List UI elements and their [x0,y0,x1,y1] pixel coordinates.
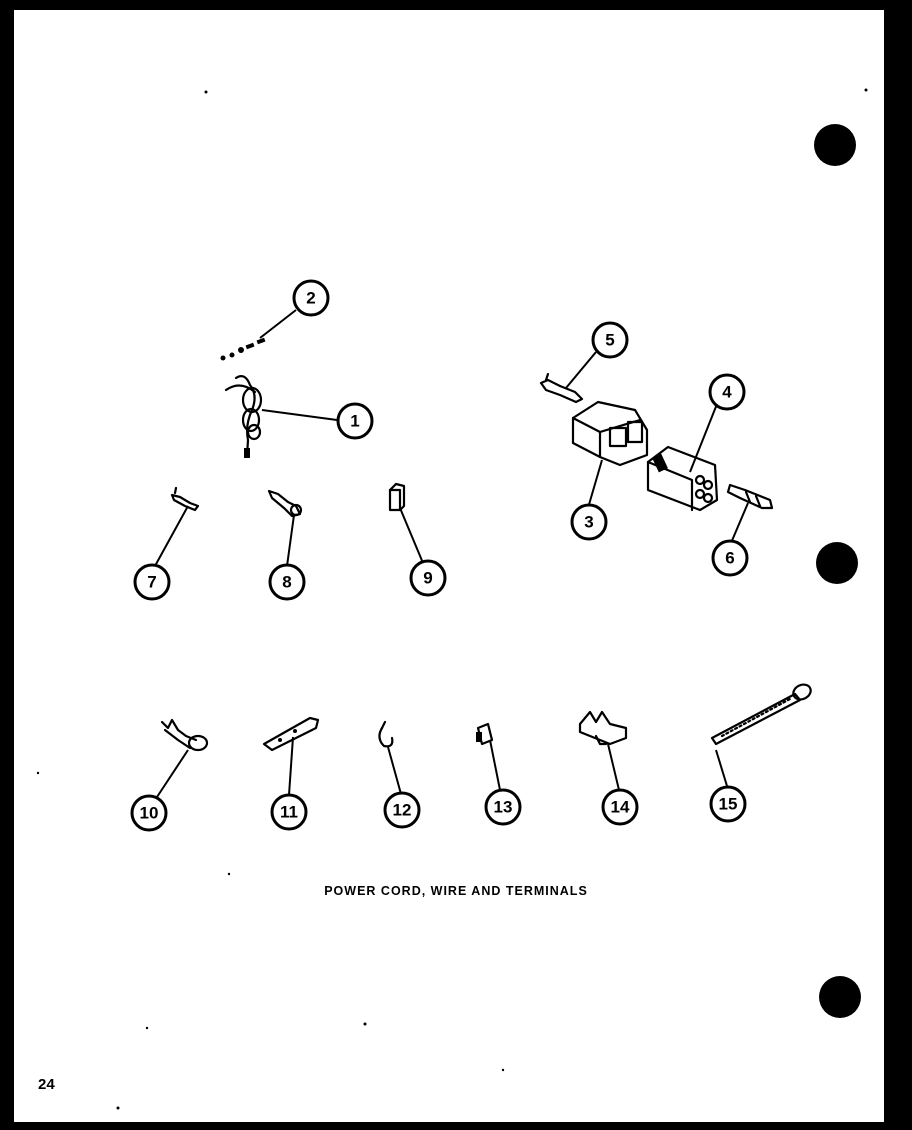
part-mating-connector [646,445,719,512]
part-connector-housing [571,400,649,467]
callout-13-label: 13 [494,798,513,817]
part-pin-terminal [539,372,584,404]
diagram-caption: POWER CORD, WIRE AND TERMINALS [324,884,588,898]
binder-hole-top [814,124,856,166]
callout-6-label: 6 [725,549,734,568]
part-socket-terminal [726,483,774,510]
callout-11-label: 11 [280,803,298,822]
part-power-cord [224,375,263,458]
part-wire-bits [220,337,266,361]
callout-14: 14 [601,788,639,826]
callout-3-label: 3 [584,513,593,532]
callout-9: 9 [409,559,447,597]
part-terminal-9 [388,482,406,512]
callout-8-label: 8 [282,573,291,592]
callout-6: 6 [711,539,749,577]
callout-9-label: 9 [423,569,432,588]
page-number: 24 [38,1076,55,1093]
callout-15-label: 15 [719,795,738,814]
callout-15: 15 [709,785,747,823]
callout-1: 1 [336,402,374,440]
callout-2: 2 [292,279,330,317]
callout-5: 5 [591,321,629,359]
leader-lines [154,309,749,798]
callout-2-label: 2 [306,289,315,308]
callout-10: 10 [130,794,168,832]
callout-7: 7 [133,563,171,601]
scan-specks [36,88,868,1110]
callout-10-label: 10 [140,804,159,823]
callout-12-label: 12 [393,801,412,820]
binder-hole-bottom [819,976,861,1018]
part-clip-13 [476,722,494,746]
callout-11: 11 [270,793,308,831]
callout-8: 8 [268,563,306,601]
callout-5-label: 5 [605,331,614,350]
part-terminal-8 [267,489,303,518]
part-spade-terminal [262,716,320,752]
callout-7-label: 7 [147,573,156,592]
part-ring-terminal [160,718,209,752]
callout-13: 13 [484,788,522,826]
part-terminal-7 [170,486,200,512]
callout-4: 4 [708,373,746,411]
callout-3: 3 [570,503,608,541]
callout-1-label: 1 [350,412,359,431]
part-bracket-14 [578,710,628,746]
callout-12: 12 [383,791,421,829]
callout-4-label: 4 [722,383,732,402]
binder-hole-middle [816,542,858,584]
part-hook-terminal [378,720,394,748]
callout-14-label: 14 [611,798,630,817]
part-cable-tie [710,683,812,746]
